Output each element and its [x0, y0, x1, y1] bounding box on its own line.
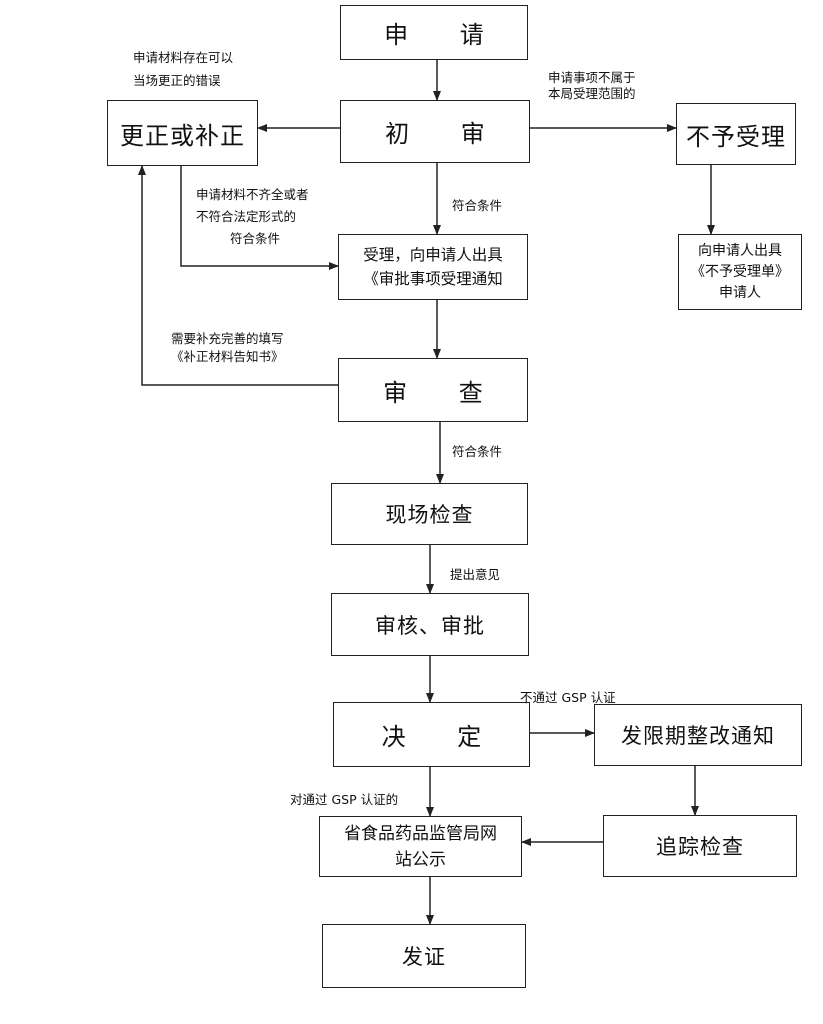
label-out-of-scope: 申请事项不属于 本局受理范围的 [548, 70, 636, 102]
box-site-inspection: 现场检查 [331, 483, 528, 545]
label-eligible-2: 符合条件 [452, 442, 502, 461]
label-incomplete-line2: 不符合法定形式的 [196, 209, 297, 224]
label-eligible-2-text: 符合条件 [452, 444, 503, 459]
box-examine-label: 审 查 [383, 378, 505, 407]
box-audit-approve: 审核、审批 [331, 593, 529, 656]
label-gsp-fail: 不通过 GSP 认证 [520, 688, 616, 707]
label-out-of-scope-line1: 申请事项不属于 [548, 70, 636, 85]
box-apply-label: 申 请 [384, 21, 506, 49]
label-supplement-line2: 《补正材料告知书》 [171, 349, 284, 364]
arrow-examine-to-correct [138, 165, 338, 386]
label-out-of-scope-line2: 本局受理范围的 [548, 86, 636, 101]
label-gsp-pass: 对通过 GSP 认证的 [290, 790, 398, 809]
box-publish: 省食品药品监管局网 站公示 [319, 816, 522, 877]
box-certify: 发证 [322, 924, 526, 988]
box-notice-line2: 《不予受理单》 [691, 263, 789, 280]
box-publish-line1: 省食品药品监管局网 [344, 823, 497, 844]
box-accept-line2: 《审批事项受理通知 [363, 270, 503, 288]
label-incomplete: 申请材料不齐全或者 不符合法定形式的 符合条件 [196, 184, 309, 250]
label-incomplete-line3: 符合条件 [230, 231, 281, 246]
label-supplement-line1: 需要补充完善的填写 [171, 331, 284, 346]
box-decision: 决 定 [333, 702, 530, 767]
box-notice-line3: 申请人 [719, 284, 761, 301]
label-correctable: 申请材料存在可以 当场更正的错误 [133, 48, 233, 90]
label-correctable-line2: 当场更正的错误 [133, 73, 221, 88]
box-correct-supplement-label: 更正或补正 [120, 121, 245, 150]
box-follow-up-label: 追踪检查 [656, 835, 744, 859]
box-notice-line1: 向申请人出具 [698, 242, 782, 259]
label-eligible-1-text: 符合条件 [452, 198, 503, 213]
box-decision-label: 决 定 [381, 723, 504, 751]
box-certify-label: 发证 [402, 945, 446, 969]
label-opinion: 提出意见 [450, 565, 500, 584]
box-accept-line1: 受理，向申请人出具 [363, 246, 503, 264]
box-publish-line2: 站公示 [395, 849, 446, 870]
box-audit-approve-label: 审核、审批 [375, 613, 485, 638]
box-accept: 受理，向申请人出具 《审批事项受理通知 [338, 234, 528, 300]
label-opinion-text: 提出意见 [450, 567, 501, 582]
label-correctable-line1: 申请材料存在可以 [133, 50, 234, 65]
label-incomplete-line1: 申请材料不齐全或者 [196, 187, 309, 202]
box-examine: 审 查 [338, 358, 528, 422]
box-not-accepted-label: 不予受理 [686, 122, 786, 151]
box-not-accepted-notice: 向申请人出具 《不予受理单》 申请人 [678, 234, 802, 310]
arrow-incomplete-to-accept [180, 166, 339, 270]
box-initial-review-label: 初 审 [385, 120, 507, 148]
box-follow-up: 追踪检查 [603, 815, 797, 877]
box-apply: 申 请 [340, 5, 528, 60]
box-correct-supplement: 更正或补正 [107, 100, 258, 166]
box-rectify-notice: 发限期整改通知 [594, 704, 802, 766]
label-gsp-pass-text: 对通过 GSP 认证的 [290, 792, 399, 807]
box-rectify-notice-label: 发限期整改通知 [621, 724, 775, 748]
label-eligible-1: 符合条件 [452, 196, 502, 215]
box-initial-review: 初 审 [340, 100, 530, 163]
label-gsp-fail-text: 不通过 GSP 认证 [520, 690, 616, 705]
box-not-accepted: 不予受理 [676, 103, 796, 165]
label-supplement: 需要补充完善的填写 《补正材料告知书》 [171, 330, 284, 366]
box-site-inspection-label: 现场检查 [385, 503, 474, 527]
